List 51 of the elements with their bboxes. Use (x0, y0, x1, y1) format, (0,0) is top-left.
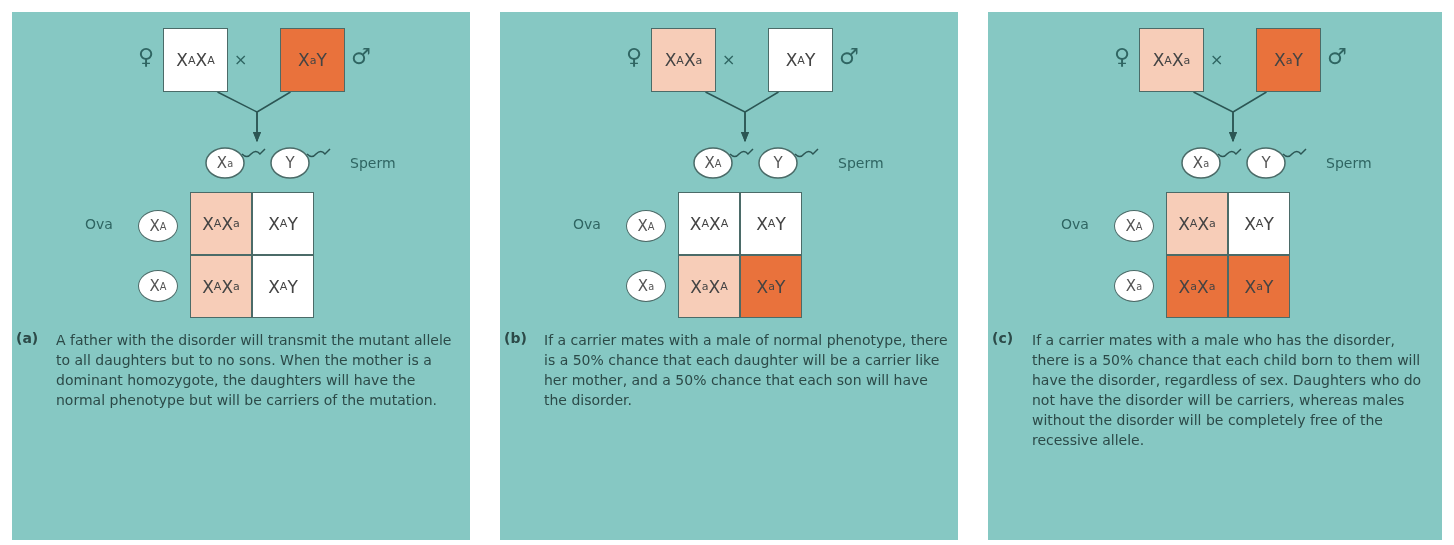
ova-label: Ova (1061, 216, 1089, 232)
caption-text: If a carrier mates with a male of normal phenotype, there is a 50% chance that each daughter will be a carrier like her mother, and a 50% chance that each son will have the disorder. (544, 331, 949, 410)
panel-letter: (c) (992, 330, 1014, 346)
genotype-box: X$^{A}$X$^{a}$ (1139, 28, 1204, 92)
egg-cell: X$^{A}$ (138, 210, 178, 242)
arrow (1228, 91, 1268, 143)
punnett-cell: X$^{A}$X$^{A}$ (678, 192, 740, 255)
sex-symbol: ♀ (626, 44, 643, 69)
sex-symbol: ♂ (1327, 44, 1347, 69)
genotype-box: X$^{a}$Y (1256, 28, 1321, 92)
panel-letter: (a) (16, 330, 39, 346)
arrow (252, 91, 292, 143)
punnett-cell: X$^{A}$Y (252, 255, 314, 318)
cross-sign: × (722, 50, 736, 69)
arrow (740, 91, 780, 143)
sperm-label: Sperm (1326, 155, 1372, 171)
punnett-cell: X$^{a}$X$^{A}$ (678, 255, 740, 318)
egg-cell: X$^{A}$ (138, 270, 178, 302)
sex-symbol: ♂ (839, 44, 859, 69)
caption-text: If a carrier mates with a male who has the disorder, there is a 50% chance that each child born to them will have the disorder, regardless of sex. Daughters who do not have the disorder will be carriers, whereas males without the disorder will be completely free of the recessive allele. (1032, 331, 1423, 450)
caption-text: A father with the disorder will transmit the mutant allele to all daughters but to no sons. When the mother is a dominant homozygote, the daughters will have the normal phenotype but will be carriers of the mutation. (56, 331, 453, 410)
punnett-cell: X$^{A}$Y (740, 192, 802, 255)
punnett-cell: X$^{A}$X$^{a}$ (1166, 192, 1228, 255)
ova-label: Ova (85, 216, 113, 232)
egg-cell: X$^{a}$ (1114, 270, 1154, 302)
figure-panel (500, 12, 958, 540)
genotype-box: X$^{A}$X$^{a}$ (651, 28, 716, 92)
sex-symbol: ♂ (351, 44, 371, 69)
sex-symbol: ♀ (1114, 44, 1131, 69)
genotype-box: X$^{a}$Y (280, 28, 345, 92)
punnett-cell: X$^{A}$Y (1228, 192, 1290, 255)
egg-cell: X$^{a}$ (626, 270, 666, 302)
punnett-cell: X$^{A}$Y (252, 192, 314, 255)
genotype-box: X$^{A}$Y (768, 28, 833, 92)
punnett-cell: X$^{A}$X$^{a}$ (190, 255, 252, 318)
cross-sign: × (234, 50, 248, 69)
genotype-box: X$^{A}$X$^{A}$ (163, 28, 228, 92)
sperm-label: Sperm (350, 155, 396, 171)
egg-cell: X$^{A}$ (626, 210, 666, 242)
cross-sign: × (1210, 50, 1224, 69)
sex-symbol: ♀ (138, 44, 155, 69)
punnett-cell: X$^{a}$Y (740, 255, 802, 318)
figure-panel (988, 12, 1442, 540)
punnett-cell: X$^{a}$Y (1228, 255, 1290, 318)
egg-cell: X$^{A}$ (1114, 210, 1154, 242)
punnett-cell: X$^{a}$X$^{a}$ (1166, 255, 1228, 318)
figure-panel (12, 12, 470, 540)
punnett-cell: X$^{A}$X$^{a}$ (190, 192, 252, 255)
sperm-label: Sperm (838, 155, 884, 171)
panel-letter: (b) (504, 330, 527, 346)
ova-label: Ova (573, 216, 601, 232)
